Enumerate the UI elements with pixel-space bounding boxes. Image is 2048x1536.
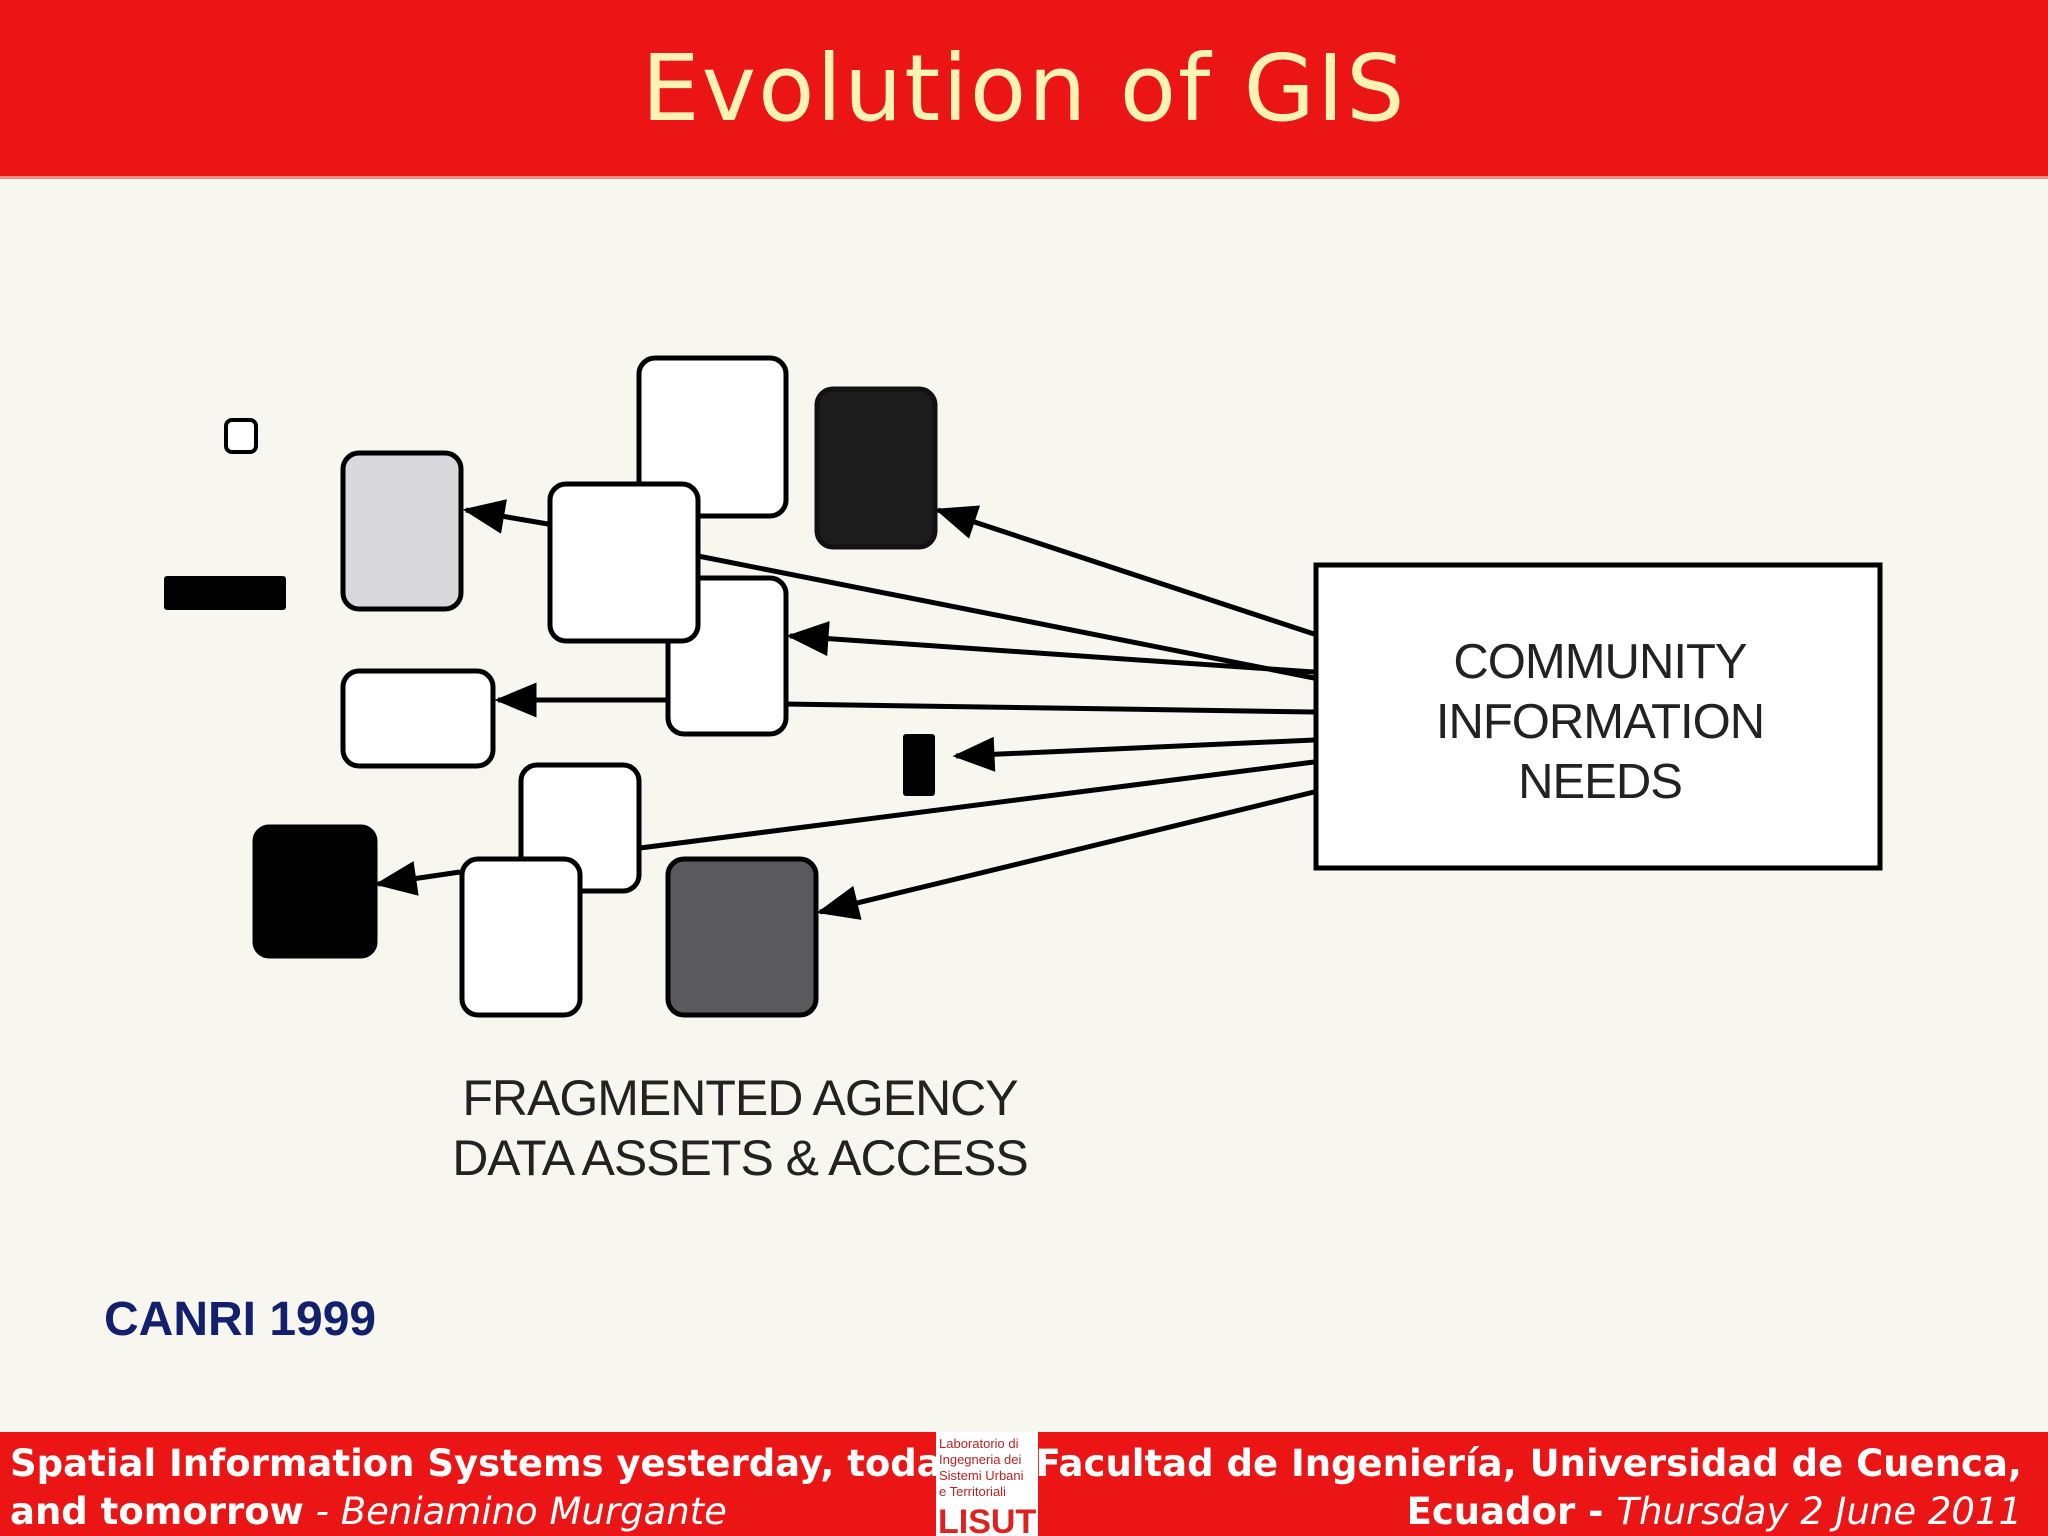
center-white-box	[547, 481, 701, 644]
footer-left-line2: and tomorrow - Beniamino Murgante	[10, 1488, 965, 1536]
black-bar-left	[164, 576, 286, 610]
lisut-logo: Laboratorio di Ingegneria dei Sistemi Ur…	[936, 1432, 1038, 1536]
line-to-upper-white-box	[697, 553, 1315, 681]
hub-label: COMMUNITY INFORMATION NEEDS	[1316, 632, 1884, 812]
source-citation: CANRI 1999	[104, 1293, 377, 1346]
logo-text: Laboratorio di Ingegneria dei Sistemi Ur…	[936, 1432, 1038, 1500]
caption-line: FRAGMENTED AGENCY	[462, 1070, 1018, 1126]
light-gray-box	[340, 450, 464, 612]
diagram-caption: FRAGMENTED AGENCY DATA ASSETS & ACCESS	[410, 1068, 1070, 1188]
footer-left-line2-bold: and tomorrow	[10, 1490, 304, 1533]
footer-left-line2-sep: -	[303, 1490, 341, 1533]
title-bar: Evolution of GIS	[0, 0, 2048, 179]
wide-white-box	[340, 668, 496, 769]
hub-label-line: INFORMATION	[1435, 695, 1765, 749]
logo-text-line: e Territoriali	[939, 1484, 1006, 1499]
dark-pattern-box	[814, 386, 938, 550]
footer-date: Thursday 2 June 2011	[1616, 1490, 2022, 1533]
black-box	[252, 824, 378, 959]
arrow-to-dark-gray-box	[816, 789, 1315, 920]
footer-right-line2-bold: Ecuador -	[1406, 1490, 1604, 1533]
footer-left-line1: Spatial Information Systems yesterday, t…	[10, 1442, 965, 1485]
line-to-lower-stack	[639, 759, 1315, 851]
line-from-right-white-box	[783, 701, 1315, 715]
logo-text-line: Ingegneria dei	[939, 1452, 1022, 1467]
dark-gray-box	[665, 856, 819, 1018]
stack-front-box	[459, 856, 583, 1018]
hub-label-line: NEEDS	[1518, 755, 1683, 809]
arrow-to-dark-pattern-box	[934, 505, 1315, 637]
slide-title: Evolution of GIS	[641, 34, 1407, 142]
connectors	[374, 499, 1315, 920]
footer-right: Facultad de Ingeniería, Universidad de C…	[1035, 1440, 2022, 1536]
logo-text-line: Laboratorio di	[939, 1436, 1019, 1451]
arrow-to-light-gray-box	[462, 499, 549, 534]
arrow-to-black-box	[374, 861, 461, 896]
logo-text-line: Sistemi Urbani	[939, 1468, 1024, 1483]
hub-box	[1313, 562, 1883, 871]
top-white-box	[636, 355, 789, 519]
hub-label-line: COMMUNITY	[1453, 635, 1747, 689]
arrow-to-black-bar	[952, 736, 1315, 772]
logo-mark: LISUT	[938, 1503, 1037, 1536]
footer-author: Beniamino Murgante	[340, 1490, 727, 1533]
black-bar-small	[903, 734, 935, 796]
footer-left: Spatial Information Systems yesterday, t…	[10, 1440, 965, 1536]
footer-right-line2: Ecuador - Thursday 2 June 2011	[1035, 1488, 2022, 1536]
footer-bar: Spatial Information Systems yesterday, t…	[0, 1432, 2048, 1536]
caption-line: DATA ASSETS & ACCESS	[452, 1130, 1029, 1186]
agency-boxes	[164, 355, 938, 1018]
arrow-to-middle-white-box	[786, 621, 1315, 675]
small-square	[224, 418, 258, 454]
footer-right-line1: Facultad de Ingeniería, Universidad de C…	[1035, 1442, 2022, 1485]
